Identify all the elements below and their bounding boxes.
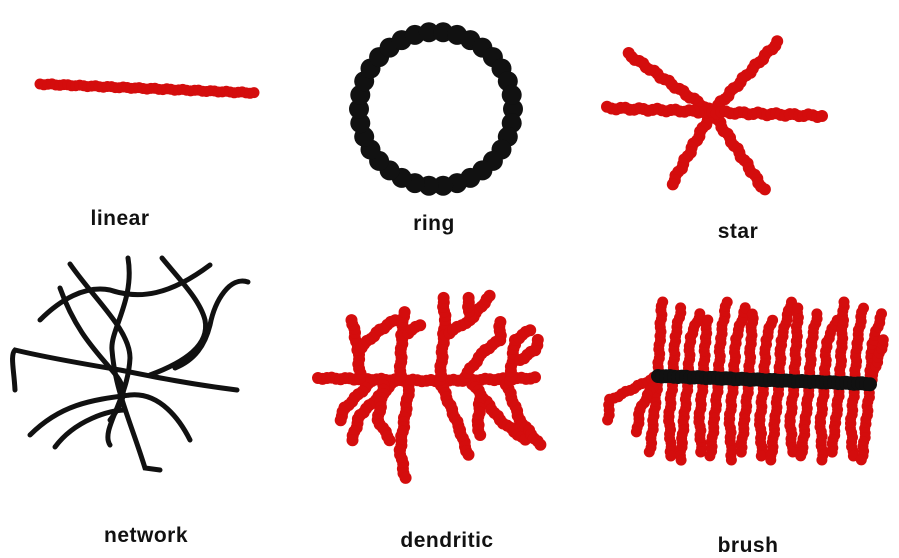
bead xyxy=(736,447,747,458)
bead xyxy=(878,334,889,345)
bead xyxy=(484,290,496,302)
bead xyxy=(657,297,668,308)
bead xyxy=(601,101,613,113)
bead xyxy=(816,110,828,122)
bead xyxy=(602,415,613,426)
label-network: network xyxy=(104,524,188,548)
bead xyxy=(463,449,475,461)
bead xyxy=(863,377,877,391)
bead xyxy=(811,308,822,319)
bead xyxy=(335,414,347,426)
brush-polymer-drawing xyxy=(602,297,889,466)
ring-bead xyxy=(502,85,522,105)
network-chain xyxy=(112,258,160,470)
dendritic-polymer-drawing xyxy=(312,290,546,484)
bead xyxy=(722,297,733,308)
bead xyxy=(816,455,827,466)
star-polymer-drawing xyxy=(601,35,828,195)
bead xyxy=(347,434,359,446)
bead xyxy=(384,434,396,446)
bead xyxy=(767,315,778,326)
bead xyxy=(827,447,838,458)
ring-polymer-drawing xyxy=(349,22,523,195)
bead xyxy=(534,439,546,451)
bead xyxy=(876,308,887,319)
network-polymer-drawing xyxy=(13,258,248,470)
bead xyxy=(747,309,758,320)
bead xyxy=(532,334,544,346)
bead xyxy=(494,316,506,328)
bead xyxy=(765,455,776,466)
label-ring: ring xyxy=(413,212,455,236)
bead xyxy=(702,315,713,326)
label-star: star xyxy=(718,220,759,244)
label-dendritic: dendritic xyxy=(400,529,493,553)
bead xyxy=(463,292,475,304)
bead xyxy=(644,446,655,457)
bead xyxy=(771,35,783,47)
bead xyxy=(792,303,803,314)
bead xyxy=(839,297,850,308)
bead xyxy=(726,455,737,466)
bead xyxy=(414,319,426,331)
bead xyxy=(400,472,412,484)
bead xyxy=(795,450,806,461)
bead xyxy=(759,183,771,195)
bead xyxy=(399,306,411,318)
bead xyxy=(704,450,715,461)
bead xyxy=(667,178,679,190)
bead xyxy=(474,429,486,441)
bead xyxy=(623,47,635,59)
bead xyxy=(675,302,686,313)
bead xyxy=(346,314,358,326)
bead xyxy=(756,451,767,462)
bead xyxy=(438,292,450,304)
bead xyxy=(529,371,541,383)
bead xyxy=(858,303,869,314)
bead xyxy=(631,426,642,437)
bead xyxy=(524,324,536,336)
linear-polymer-drawing xyxy=(35,78,260,98)
bead xyxy=(676,455,687,466)
label-linear: linear xyxy=(90,207,149,231)
bead xyxy=(249,87,260,98)
bead xyxy=(665,451,676,462)
label-brush: brush xyxy=(718,534,779,558)
bead xyxy=(856,454,867,465)
